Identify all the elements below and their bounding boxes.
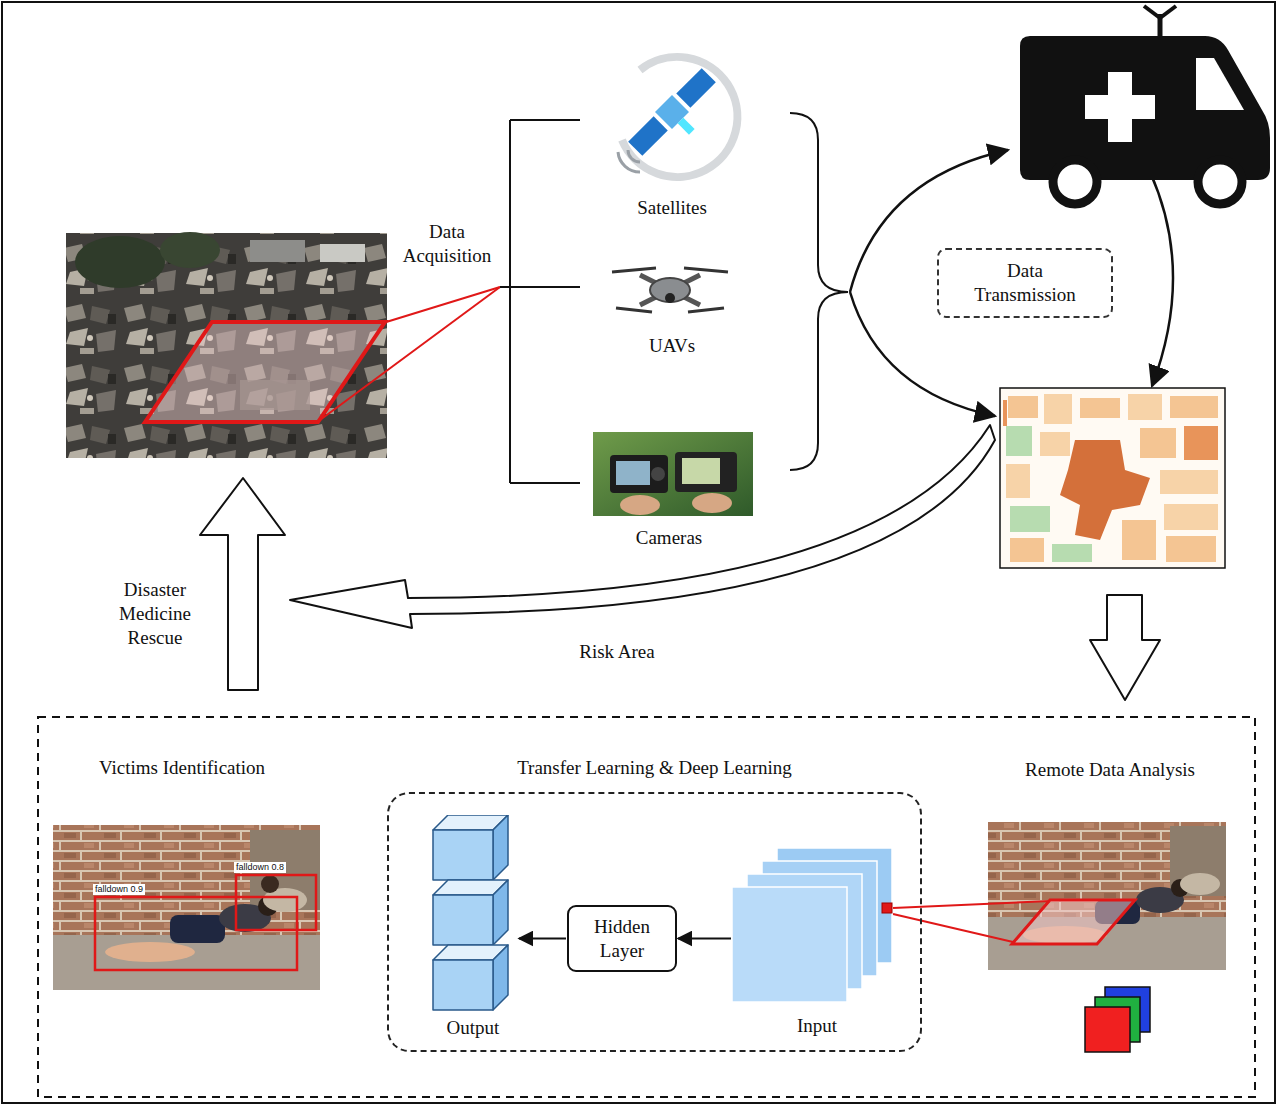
detection-tag: falldown 0.9 — [93, 884, 145, 895]
section-title: Remote Data Analysis — [980, 758, 1240, 782]
hollow-arrows — [200, 425, 1160, 700]
hidden-layer-box: Hidden Layer — [567, 905, 677, 972]
flow-arrow — [678, 938, 731, 940]
stage-label: Data Acquisition — [392, 220, 502, 268]
satellite-icon — [618, 57, 737, 177]
source-label: UAVs — [622, 334, 722, 358]
ambulance-icon — [1020, 6, 1270, 204]
source-label: Satellites — [612, 196, 732, 220]
process-box: Data Transmission — [937, 248, 1113, 318]
victims-photo — [53, 825, 320, 990]
input-block: Input — [732, 848, 902, 1038]
output-cubes — [428, 815, 518, 1015]
flow-arrow — [519, 938, 566, 940]
cameras-photo — [593, 432, 753, 516]
curly-brace — [790, 113, 848, 470]
rgb-channels — [1085, 987, 1150, 1052]
drone-icon — [612, 268, 728, 312]
node-text: Output — [428, 1016, 518, 1040]
bracket — [500, 120, 580, 483]
detection-tag: falldown 0.8 — [234, 862, 286, 873]
node-text: Hidden Layer — [582, 915, 662, 963]
output-block: Output — [428, 815, 518, 1040]
city-map — [1000, 388, 1225, 568]
group-heading: Transfer Learning & Deep Learning — [387, 756, 922, 780]
model-group: Transfer Learning & Deep Learning Output… — [387, 752, 922, 1052]
node-text: Data Transmission — [965, 259, 1085, 307]
remote-photo — [893, 822, 1226, 970]
node-text: Input — [732, 1014, 902, 1038]
source-label: Cameras — [609, 526, 729, 550]
section-title: Victims Identification — [52, 756, 312, 780]
arrow-label: Risk Area — [557, 640, 677, 664]
input-layers — [732, 848, 902, 1008]
flow-arrows — [850, 150, 1173, 416]
analysis-panel — [38, 717, 1255, 1097]
arrow-label: Disaster Medicine Rescue — [108, 578, 203, 650]
